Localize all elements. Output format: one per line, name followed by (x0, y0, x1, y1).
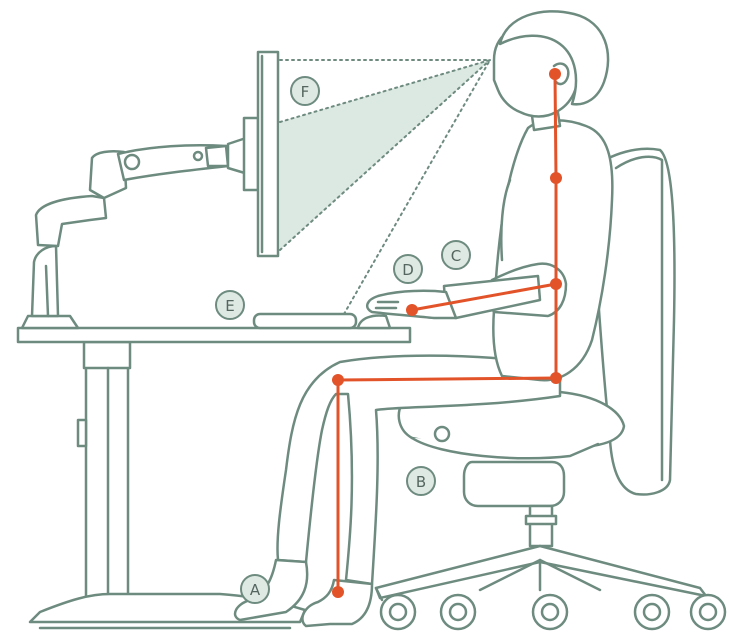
callout-a-label: A (250, 581, 261, 599)
joint-wrist (406, 304, 418, 316)
callout-e-label: E (225, 297, 234, 315)
callout-d-badge (393, 254, 423, 284)
monitor (256, 50, 280, 258)
desk (16, 326, 412, 630)
person-hair (498, 10, 610, 106)
callout-c-badge (441, 240, 471, 270)
chair-seat-pan (410, 436, 600, 460)
joint-elbow (550, 278, 562, 290)
chair-column (528, 504, 554, 548)
sightline-to-keyboard (343, 59, 491, 315)
callout-b-label: B (416, 473, 426, 491)
callout-f-label: F (301, 83, 310, 101)
callout-d-label: D (402, 261, 414, 279)
callout-c-label: C (451, 247, 461, 265)
callout-f-badge (290, 76, 320, 106)
joint-knee (332, 374, 344, 386)
arm-base (20, 314, 80, 330)
arm-joint (204, 144, 230, 168)
desk-leg-upper-sleeve (82, 340, 132, 370)
desk-leg-clamp (76, 418, 88, 448)
person-torso (492, 119, 614, 382)
desktop-surface (16, 326, 412, 344)
keyboard (252, 312, 358, 330)
posture-thigh-line (336, 376, 558, 382)
joint-shoulder (550, 172, 562, 184)
callout-e-badge (215, 290, 245, 320)
arm-pole (30, 244, 60, 318)
callout-b-badge (406, 466, 436, 496)
joint-ear (549, 68, 561, 80)
sightline-upper-cone (279, 59, 491, 123)
arm-lower (34, 194, 108, 248)
sightline-lower-cone (279, 59, 491, 251)
posture-spine-line (553, 72, 558, 380)
callout-a-badge (240, 574, 270, 604)
posture-arm-line (410, 282, 558, 312)
person-right-shoe (301, 578, 374, 628)
chair-mechanism (462, 460, 566, 508)
joint-hip (550, 372, 562, 384)
chair-seat-knob (433, 425, 451, 443)
mouse (356, 314, 392, 330)
posture-overlay (336, 72, 558, 594)
monitor-arm (20, 116, 260, 330)
joint-ankle (332, 586, 344, 598)
